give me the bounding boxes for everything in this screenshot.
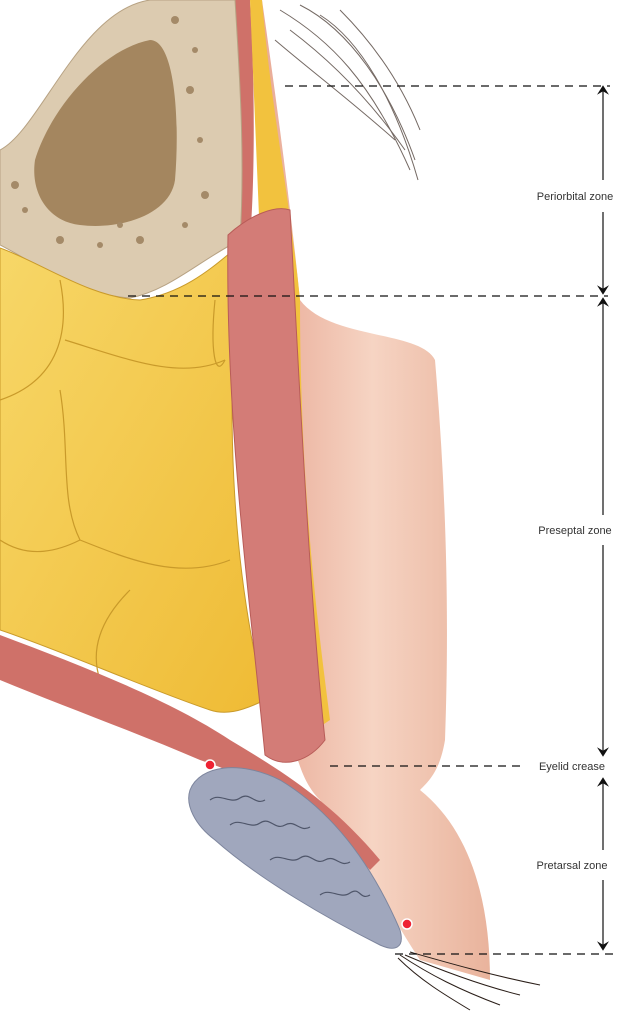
label-eyelid-crease: Eyelid crease — [539, 761, 605, 773]
label-periorbital-zone: Periorbital zone — [537, 191, 613, 203]
zone-annotations — [128, 85, 616, 955]
peripheral-arcade-vessel — [401, 918, 413, 930]
preaponeurotic-muscle — [227, 208, 326, 763]
tarsal-plate — [188, 767, 402, 949]
levator-aponeurosis — [0, 635, 380, 870]
eyelashes — [397, 951, 541, 1011]
label-preseptal-zone: Preseptal zone — [538, 525, 611, 537]
marginal-arcade-vessel — [204, 759, 216, 771]
fat-lobule-lines — [0, 279, 231, 681]
frontal-sinus — [34, 40, 177, 226]
meibomian-glands — [209, 795, 371, 897]
orbital-fat — [0, 243, 266, 713]
eyebrow-hair — [274, 4, 421, 181]
label-pretarsal-zone: Pretarsal zone — [537, 860, 608, 872]
bone-pores — [11, 16, 209, 248]
